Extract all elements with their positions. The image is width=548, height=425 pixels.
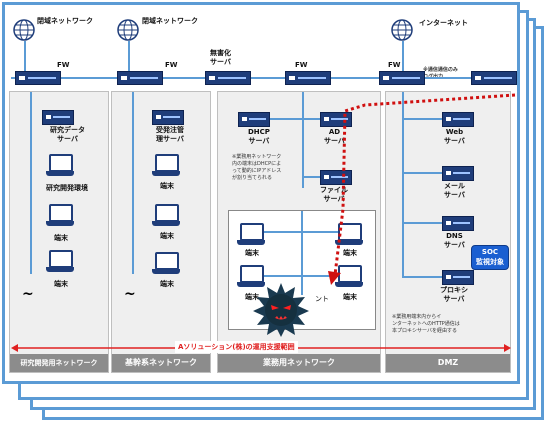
pc-icon bbox=[46, 250, 74, 274]
link-line bbox=[30, 92, 32, 274]
infected-terminal-label: ント bbox=[315, 295, 329, 303]
link-line bbox=[257, 231, 347, 233]
ad-server-label: AD サーバ bbox=[324, 128, 345, 145]
globe-icon-closed1 bbox=[13, 19, 35, 41]
terminal-label: 端末 bbox=[54, 234, 68, 242]
pc-icon bbox=[237, 223, 265, 247]
web-server-icon bbox=[442, 112, 474, 127]
mail-server-icon bbox=[442, 166, 474, 181]
sanitize-server-icon bbox=[205, 71, 251, 85]
dns-server-icon bbox=[442, 216, 474, 231]
fw-label-4: FW bbox=[388, 61, 401, 69]
closed-network-label-1: 閉域ネットワーク bbox=[37, 17, 93, 25]
terminal-label: 端末 bbox=[343, 293, 357, 301]
internet-label: インターネット bbox=[419, 19, 468, 27]
link-line bbox=[302, 118, 320, 120]
terminal-label: 端末 bbox=[245, 249, 259, 257]
pc-icon bbox=[152, 154, 180, 178]
link-line bbox=[402, 92, 404, 278]
order-server-icon bbox=[152, 110, 184, 125]
terminal-label: 端末 bbox=[160, 280, 174, 288]
dhcp-note: ※業務用ネットワーク 内の端末はDHCPによ って動的にIPアドレス が割り当て… bbox=[232, 154, 282, 181]
link-line bbox=[132, 92, 134, 274]
dns-server-label: DNS サーバ bbox=[444, 232, 465, 249]
firewall-icon bbox=[15, 71, 61, 85]
link-line bbox=[302, 176, 320, 178]
zone-dmz-footer: DMZ bbox=[386, 354, 510, 372]
diagram-canvas: 閉域ネットワーク 閉域ネットワーク インターネット FW FW 無害化 サーバ … bbox=[2, 2, 520, 384]
proxy-note: ※業務用端末内からイ ンターネットへのHTTP通信は 本プロキシサーバを経由する bbox=[392, 314, 460, 334]
tilde-mark: ~ bbox=[22, 286, 34, 302]
research-data-server-label: 研究データ サーバ bbox=[50, 126, 85, 143]
link-line bbox=[301, 211, 303, 295]
mail-server-label: メール サーバ bbox=[444, 182, 465, 199]
pc-icon bbox=[152, 204, 180, 228]
backbone-line bbox=[11, 77, 511, 79]
pc-icon bbox=[46, 154, 74, 178]
closed-network-label-2: 閉域ネットワーク bbox=[142, 17, 198, 25]
pc-icon bbox=[152, 252, 180, 276]
research-env-label: 研究開発環境 bbox=[46, 184, 88, 192]
link-line bbox=[402, 172, 442, 174]
zone-business-footer: 業務用ネットワーク bbox=[218, 354, 380, 372]
fw-label-3: FW bbox=[295, 61, 308, 69]
firewall-icon bbox=[379, 71, 425, 85]
firewall-icon bbox=[471, 71, 517, 85]
link-line bbox=[238, 118, 304, 120]
terminal-label: 端末 bbox=[54, 280, 68, 288]
dhcp-server-icon bbox=[238, 112, 270, 127]
research-data-server-icon bbox=[42, 110, 74, 125]
pc-icon bbox=[237, 265, 265, 289]
link-line bbox=[24, 41, 26, 71]
proxy-server-label: プロキシ サーバ bbox=[440, 286, 468, 303]
zone-dmz: Web サーバ メール サーバ DNS サーバ プロキシ サーバ ※業務用端末内… bbox=[385, 91, 511, 373]
soc-monitor-badge: SOC 監視対象 bbox=[471, 245, 509, 270]
tilde-mark: ~ bbox=[124, 286, 136, 302]
zone-research-footer: 研究開発用ネットワーク bbox=[10, 354, 108, 372]
zone-core-footer: 基幹系ネットワーク bbox=[112, 354, 210, 372]
web-server-label: Web サーバ bbox=[444, 128, 465, 145]
terminal-label: 端末 bbox=[343, 249, 357, 257]
globe-icon-closed2 bbox=[117, 19, 139, 41]
pc-icon bbox=[46, 204, 74, 228]
link-line bbox=[257, 275, 347, 277]
link-line bbox=[402, 222, 442, 224]
terminal-label: 端末 bbox=[245, 293, 259, 301]
pc-icon bbox=[335, 223, 363, 247]
firewall-icon bbox=[117, 71, 163, 85]
terminal-label: 端末 bbox=[160, 182, 174, 190]
link-line bbox=[302, 92, 304, 188]
file-server-label: ファイル サーバ bbox=[320, 186, 348, 203]
order-server-label: 受発注管 理サーバ bbox=[156, 126, 184, 143]
zone-core: 受発注管 理サーバ 端末 端末 端末 ~ 基幹系ネットワーク bbox=[111, 91, 211, 373]
scope-label: Aソリューション(株)の運用支援範囲 bbox=[175, 341, 298, 353]
link-line bbox=[402, 41, 404, 71]
link-line bbox=[402, 118, 442, 120]
zone-research: 研究データ サーバ 研究開発環境 端末 端末 ~ 研究開発用ネットワーク bbox=[9, 91, 109, 373]
dhcp-server-label: DHCP サーバ bbox=[248, 128, 270, 145]
link-line bbox=[402, 276, 442, 278]
malware-virus-icon bbox=[253, 283, 309, 337]
sanitize-server-label: 無害化 サーバ bbox=[210, 49, 231, 66]
terminal-label: 端末 bbox=[160, 232, 174, 240]
attack-path bbox=[328, 93, 516, 285]
proxy-server-icon bbox=[442, 270, 474, 285]
fw-label-2: FW bbox=[165, 61, 178, 69]
firewall-icon bbox=[285, 71, 331, 85]
zone-business: DHCP サーバ AD サーバ ※業務用ネットワーク 内の端末はDHCPによ っ… bbox=[217, 91, 381, 373]
link-line bbox=[128, 41, 130, 71]
globe-icon-internet bbox=[391, 19, 413, 41]
fw-label-1: FW bbox=[57, 61, 70, 69]
